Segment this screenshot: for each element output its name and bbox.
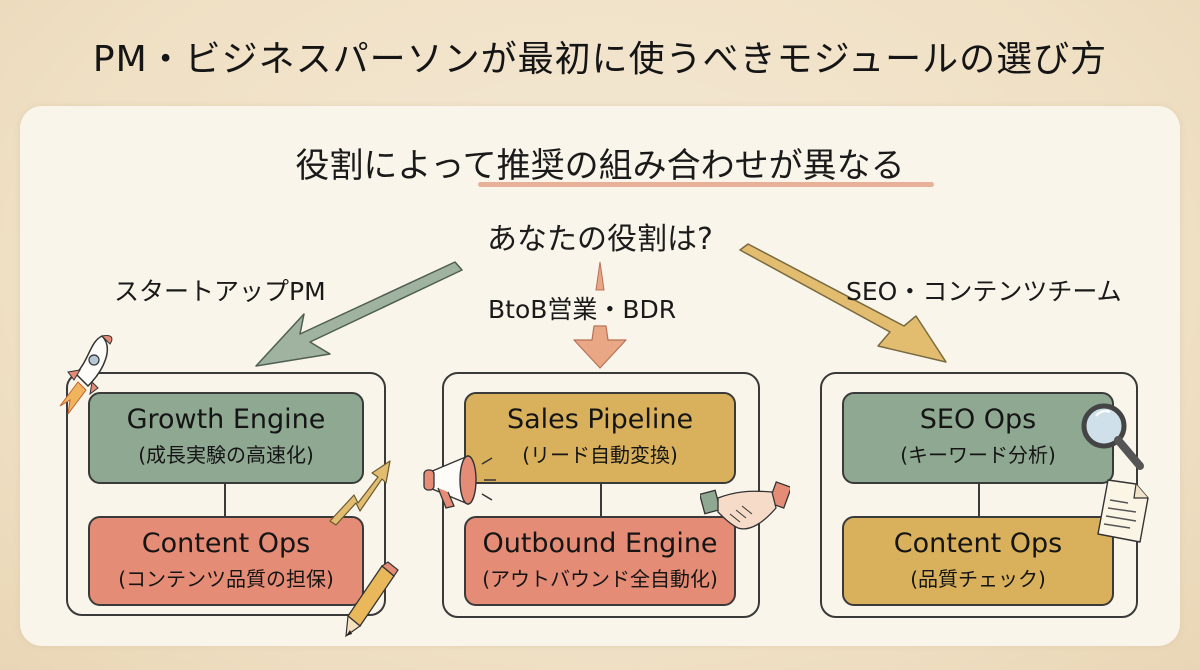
- subtitle: 役割によって推奨の組み合わせが異なる: [295, 146, 905, 186]
- module-name: Growth Engine: [126, 404, 326, 435]
- megaphone-icon: [423, 454, 496, 509]
- magnifier-icon: [1081, 403, 1144, 470]
- pencil-icon: [345, 561, 399, 638]
- module-card[interactable]: Content Ops (コンテンツ品質の担保): [88, 516, 364, 606]
- rocket-icon: [59, 335, 113, 415]
- handshake-icon: [700, 481, 790, 530]
- module-desc: (アウトバウンド全自動化): [482, 567, 718, 591]
- role-label-seo-content: SEO・コンテンツチーム: [846, 277, 1122, 306]
- module-desc: (品質チェック): [910, 567, 1046, 591]
- trend-arrow-icon: [329, 460, 391, 526]
- module-card[interactable]: Sales Pipeline (リード自動変換): [464, 392, 736, 484]
- subtitle-underline: [478, 182, 934, 187]
- module-group-startup-pm: [66, 372, 386, 616]
- module-card[interactable]: Content Ops (品質チェック): [842, 516, 1114, 606]
- module-name: Content Ops: [141, 528, 311, 559]
- role-label-startup-pm: スタートアップPM: [114, 277, 326, 306]
- module-connector: [224, 484, 226, 516]
- role-label-btob-sales: BtoB営業・BDR: [488, 295, 677, 324]
- module-connector: [978, 484, 980, 516]
- arrow-to-btob-sales-head: [573, 325, 627, 369]
- module-name: SEO Ops: [919, 404, 1037, 435]
- module-name: Sales Pipeline: [506, 404, 694, 435]
- module-name: Content Ops: [893, 528, 1063, 559]
- module-desc: (成長実験の高速化): [138, 443, 314, 467]
- module-connector: [600, 484, 602, 516]
- arrow-to-seo-content: [739, 243, 947, 363]
- module-desc: (キーワード分析): [900, 443, 1056, 467]
- module-desc: (リード自動変換): [522, 443, 678, 467]
- arrow-to-startup-pm: [255, 261, 463, 367]
- page-title: PM・ビジネスパーソンが最初に使うべきモジュールの選び方: [92, 39, 1108, 80]
- document-icon: [1097, 479, 1149, 543]
- module-name: Outbound Engine: [482, 528, 718, 559]
- module-card[interactable]: SEO Ops (キーワード分析): [842, 392, 1114, 484]
- module-card[interactable]: Outbound Engine (アウトバウンド全自動化): [464, 516, 736, 606]
- module-card[interactable]: Growth Engine (成長実験の高速化): [88, 392, 364, 484]
- arrow-to-btob-sales: [595, 261, 605, 291]
- module-desc: (コンテンツ品質の担保): [118, 567, 334, 591]
- role-question: あなたの役割は?: [487, 222, 713, 257]
